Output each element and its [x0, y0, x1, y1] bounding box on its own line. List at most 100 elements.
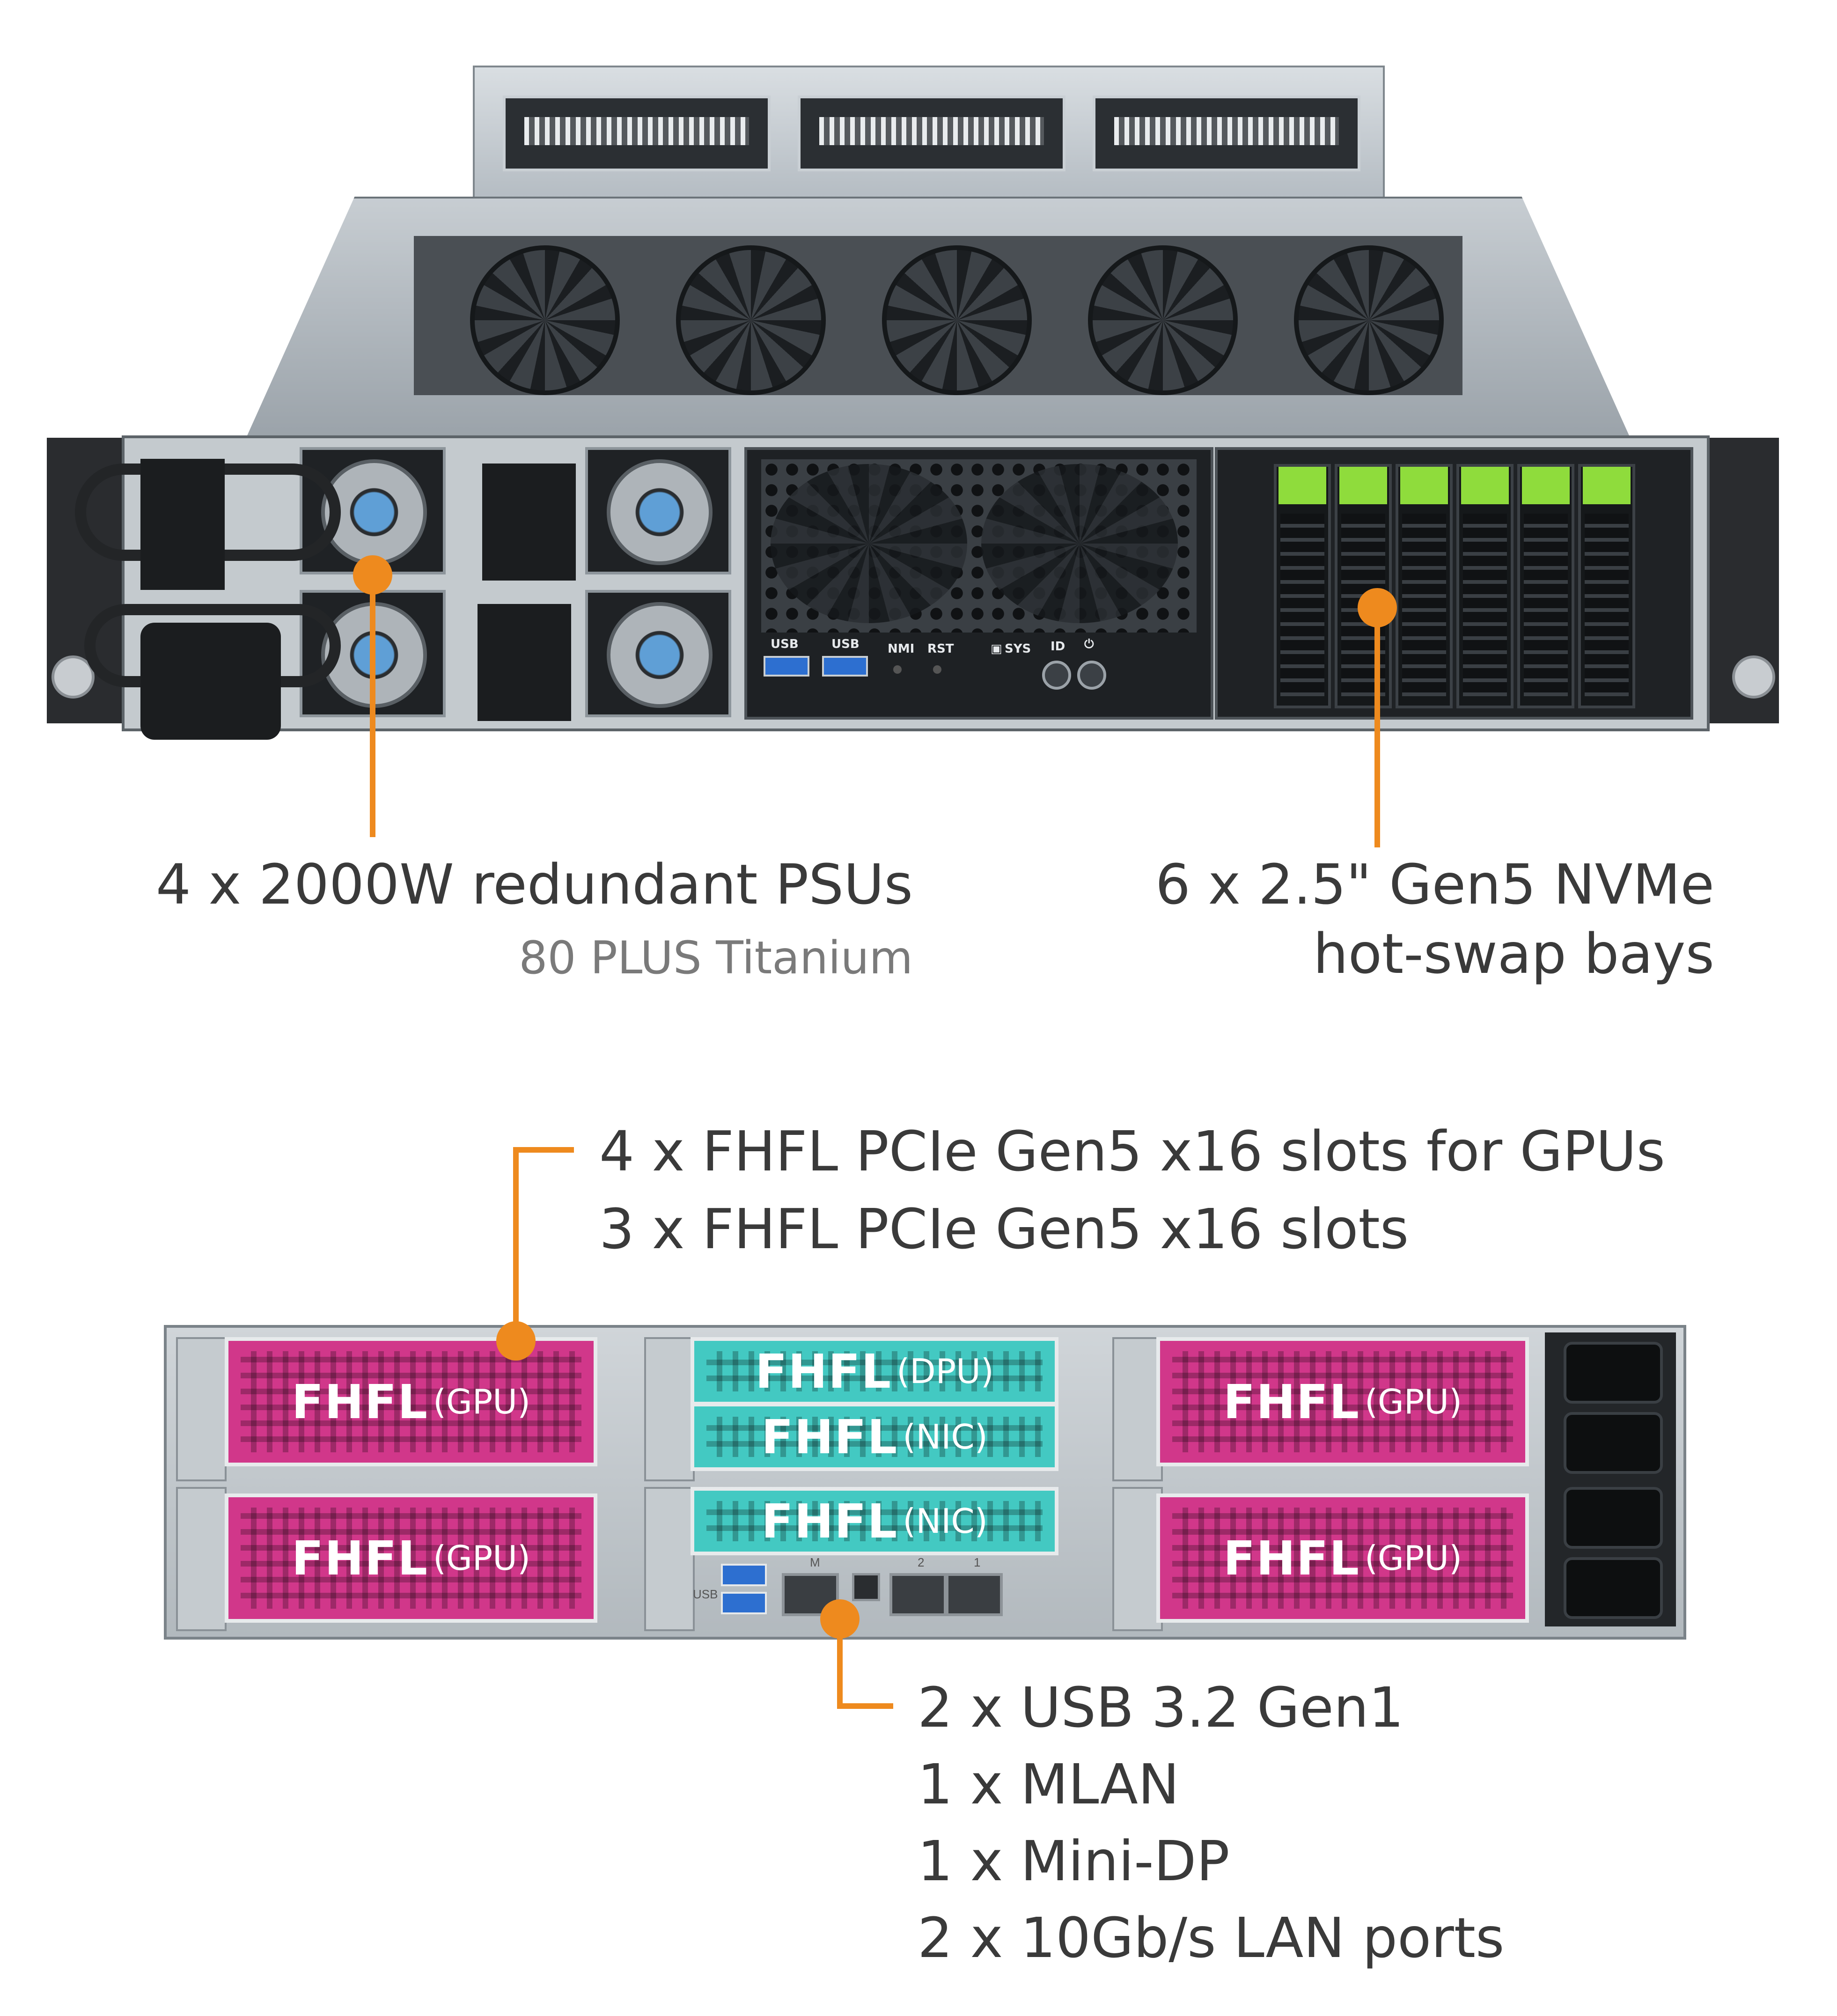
rear-usb-port-1[interactable]	[721, 1564, 767, 1586]
psu-callout-title: 4 x 2000W redundant PSUs	[155, 852, 913, 917]
front-usb-port-1[interactable]	[764, 656, 809, 677]
power-button[interactable]	[1077, 661, 1106, 690]
pcie-callout-line1: 4 x FHFL PCIe Gen5 x16 slots for GPUs	[599, 1119, 1665, 1184]
slot-name: FHFL	[761, 1409, 898, 1464]
slot-tag: (NIC)	[903, 1501, 988, 1541]
riser-cage-left	[503, 96, 771, 171]
power-icon: ⏻	[1084, 637, 1094, 651]
lan2-label: 2	[918, 1555, 925, 1569]
io-callout-line-v	[837, 1620, 843, 1709]
nvme-bay-5[interactable]	[1517, 464, 1574, 708]
front-fan-left	[771, 464, 967, 623]
io-callout-line1: 2 x USB 3.2 Gen1	[918, 1675, 1404, 1740]
pcie-slot-gpu-2[interactable]: FHFL(GPU)	[225, 1494, 597, 1623]
chassis-top-rear-section	[473, 66, 1385, 224]
nvme-bay-6[interactable]	[1578, 464, 1635, 708]
power-plug-4	[478, 604, 571, 721]
pcie-slot-nic-2[interactable]: FHFL(NIC)	[691, 1487, 1058, 1555]
drive-latch[interactable]	[1583, 467, 1631, 504]
thumb-screw-right[interactable]	[1732, 655, 1775, 699]
slot-bracket	[176, 1337, 227, 1481]
power-inlet-4[interactable]	[1564, 1557, 1663, 1619]
io-callout-line4: 2 x 10Gb/s LAN ports	[918, 1906, 1505, 1970]
front-usb-port-2[interactable]	[822, 656, 868, 677]
drive-latch[interactable]	[1339, 467, 1387, 504]
pcie-slot-nic-1[interactable]: FHFL(NIC)	[691, 1403, 1058, 1471]
nvme-bay-4[interactable]	[1456, 464, 1514, 708]
psu-4[interactable]	[585, 590, 731, 717]
power-inlet-3[interactable]	[1564, 1487, 1663, 1549]
slot-bracket	[1112, 1337, 1163, 1481]
server-front-view: USB USB NMI RST ▣ SYS ID ⏻	[0, 0, 1837, 749]
lan1-label: 1	[974, 1555, 981, 1569]
drive-latch[interactable]	[1400, 467, 1448, 504]
lan-port-1[interactable]	[946, 1573, 1003, 1616]
nmi-label: NMI	[888, 642, 915, 656]
usb-label-2: USB	[831, 637, 860, 651]
pcie-slot-dpu[interactable]: FHFL(DPU)	[691, 1337, 1058, 1405]
usb-label-1: USB	[771, 637, 799, 651]
nvme-bay-3[interactable]	[1396, 464, 1453, 708]
nvme-bay-block	[1215, 447, 1693, 720]
nvme-callout-line2: hot-swap bays	[1313, 921, 1714, 986]
slot-tag: (GPU)	[433, 1538, 531, 1578]
drive-latch[interactable]	[1522, 467, 1570, 504]
slot-name: FHFL	[761, 1494, 898, 1549]
lan-port-2[interactable]	[889, 1573, 947, 1616]
hdd-icon: ▣	[991, 642, 1002, 656]
sys-label: SYS	[1005, 642, 1031, 656]
power-inlet-1[interactable]	[1564, 1342, 1663, 1404]
slot-bracket	[1112, 1487, 1163, 1631]
io-callout-line2: 1 x MLAN	[918, 1752, 1180, 1817]
pcie-slot-gpu-3[interactable]: FHFL(GPU)	[1156, 1337, 1529, 1466]
rear-usb-port-2[interactable]	[721, 1592, 767, 1614]
power-plug-1	[140, 459, 225, 590]
slot-tag: (GPU)	[433, 1382, 531, 1421]
pcie-slot-gpu-1[interactable]: FHFL(GPU)	[225, 1337, 597, 1466]
psu-callout-line	[370, 575, 375, 837]
drive-latch[interactable]	[1461, 467, 1509, 504]
system-fan-3	[882, 245, 1032, 395]
nmi-button[interactable]	[893, 665, 902, 674]
system-fan-2	[676, 245, 826, 395]
power-inlet-2[interactable]	[1564, 1412, 1663, 1474]
psu-2[interactable]	[585, 447, 731, 574]
thumb-screw-left[interactable]	[51, 655, 95, 699]
nvme-callout-line	[1374, 608, 1380, 847]
nvme-callout-line1: 6 x 2.5" Gen5 NVMe	[1155, 852, 1714, 917]
slot-tag: (DPU)	[896, 1352, 994, 1391]
psu-callout-subtitle: 80 PLUS Titanium	[519, 932, 913, 984]
slot-name: FHFL	[755, 1344, 892, 1399]
rst-button[interactable]	[933, 665, 941, 674]
slot-tag: (GPU)	[1364, 1382, 1462, 1421]
riser-cage-middle	[798, 96, 1065, 171]
slot-bracket	[176, 1487, 227, 1631]
system-fan-5	[1294, 245, 1444, 395]
pcie-callout-line-h	[513, 1147, 574, 1153]
pcie-callout-line-v	[513, 1147, 519, 1348]
rear-usb-label: USB	[693, 1587, 718, 1601]
id-button[interactable]	[1042, 661, 1071, 690]
front-fan-right	[981, 464, 1178, 623]
system-fan-row	[414, 236, 1462, 395]
system-fan-4	[1088, 245, 1238, 395]
slot-name: FHFL	[291, 1530, 428, 1586]
rst-label: RST	[927, 642, 954, 656]
psu-fan-icon	[607, 459, 713, 565]
slot-tag: (GPU)	[1364, 1538, 1462, 1578]
mlan-label: M	[810, 1555, 820, 1569]
slot-name: FHFL	[1223, 1530, 1360, 1586]
nvme-bay-2[interactable]	[1335, 464, 1392, 708]
power-plug-3	[482, 464, 576, 581]
system-fan-1	[470, 245, 620, 395]
nvme-bay-1[interactable]	[1274, 464, 1331, 708]
drive-latch[interactable]	[1279, 467, 1326, 504]
pcie-callout-line2: 3 x FHFL PCIe Gen5 x16 slots	[599, 1197, 1409, 1261]
riser-cage-right	[1093, 96, 1360, 171]
psu-fan-icon	[607, 602, 713, 708]
rear-power-inlets	[1545, 1332, 1676, 1626]
pcie-slot-gpu-4[interactable]: FHFL(GPU)	[1156, 1494, 1529, 1623]
io-callout-line-h	[837, 1703, 893, 1709]
io-callout-line3: 1 x Mini-DP	[918, 1829, 1230, 1893]
mini-dp-port[interactable]	[852, 1573, 880, 1601]
